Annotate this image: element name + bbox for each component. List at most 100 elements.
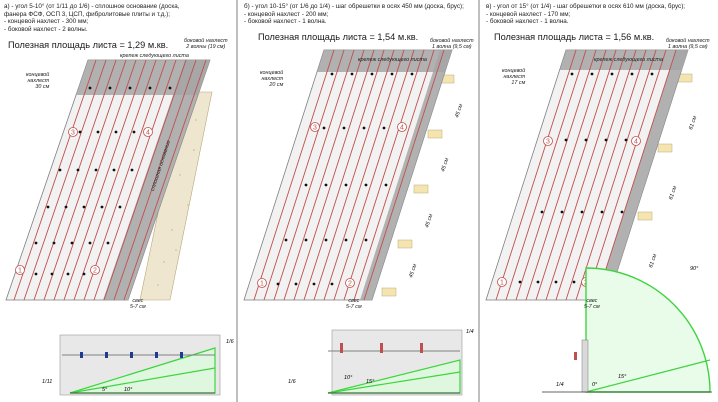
eave-label: свес 5-7 см [584, 298, 600, 310]
spec-line: - боковой нахлест - 2 волны. [4, 25, 88, 33]
batten-set [381, 74, 455, 297]
eave-label: свес 5-7 см [130, 298, 146, 310]
spec-line: - боковой нахлест - 1 волна. [486, 18, 569, 26]
label-line: 1 волна (9,5 см) [668, 44, 708, 51]
point-number: 2 [348, 281, 352, 288]
slope-label: 10° [124, 387, 133, 393]
next-sheet-label: крепеж следующего листа [358, 57, 427, 63]
label-line: 5-7 см [130, 304, 146, 311]
fastener-row [518, 72, 654, 284]
label-line: 5-7 см [584, 304, 600, 311]
corrugation-lines [13, 59, 207, 301]
roof-drawing: 3 4 1 2 61 см 61 см 61 см 90° 1/4 15° 0° [485, 49, 712, 393]
point-number: 4 [400, 125, 404, 132]
spacing-label: 61 см [648, 253, 658, 269]
next-sheet-label: крепеж следующего листа [120, 53, 189, 59]
side-overlap-label: боковой нахлест 2 волны (19 см) [184, 38, 228, 50]
point-number: 1 [500, 280, 504, 287]
side-overlap-label: боковой нахлест 1 волна (9,5 см) [666, 38, 710, 50]
fastener-point: 3 4 1 2 [257, 122, 407, 288]
slope-label: 1/6 [288, 379, 297, 385]
spec-line: - концевой нахлест - 170 мм; [486, 10, 571, 18]
spec-line: б) - угол 10-15° (от 1/6 до 1/4) - шаг о… [244, 3, 464, 10]
point-number: 3 [313, 125, 317, 132]
panel-b: б) - угол 10-15° (от 1/6 до 1/4) - шаг о… [240, 0, 476, 402]
slope-label: 1/11 [42, 379, 52, 385]
spacing-label: 61 см [688, 115, 698, 131]
side-overlap-zone [596, 50, 688, 300]
point-number: 4 [634, 139, 638, 146]
panel-divider [478, 0, 480, 402]
slope-label: 15° [366, 379, 375, 385]
spec-line: - концевой нахлест - 300 мм; [4, 18, 89, 26]
label-line: свес [132, 298, 144, 304]
useful-area-title: Полезная площадь листа = 1,29 м.кв. [8, 40, 169, 50]
spacing-label: 45 см [454, 103, 464, 119]
slope-label: 1/4 [556, 382, 564, 388]
slope-label: 15° [618, 374, 627, 380]
side-overlap-zone [360, 50, 452, 300]
spec-text: б) - угол 10-15° (от 1/6 до 1/4) - шаг о… [244, 3, 472, 26]
slope-label: 0° [592, 382, 598, 388]
panel-divider [236, 0, 238, 402]
label-line: боковой нахлест [666, 38, 710, 44]
label-line: нахлест [27, 78, 50, 85]
point-number: 3 [71, 130, 75, 137]
base-board [139, 91, 213, 301]
useful-area-title: Полезная площадь листа = 1,54 м.кв. [258, 32, 419, 42]
spacing-label: 45 см [408, 263, 418, 279]
panel-c: в) - угол от 15° (от 1/4) - шаг обрешетк… [482, 0, 718, 402]
spec-line: - боковой нахлест - 1 волна. [244, 18, 327, 26]
label-line: нахлест [503, 74, 526, 81]
fastener-row [276, 72, 414, 286]
point-number: 1 [18, 268, 22, 275]
spacing-label: 61 см [668, 185, 678, 201]
roof-drawing: 3 4 1 2 45 см 45 см 45 см 45 см 1/4 1/6 [243, 49, 474, 396]
label-line: свес [586, 298, 598, 304]
fastener-point: 3 4 1 2 [15, 127, 153, 275]
slope-label: 10° [344, 375, 353, 381]
spec-line: а) - угол 5-10° (от 1/11 до 1/6) - сплош… [4, 3, 180, 10]
label-line: нахлест [261, 76, 284, 83]
label-line: концевой [502, 68, 526, 74]
next-sheet-label: крепеж следующего листа [594, 57, 663, 63]
slope-label: 1/4 [466, 329, 474, 335]
point-number: 3 [546, 139, 550, 146]
corrugation-lines [253, 49, 445, 301]
spacing-labels: 45 см 45 см 45 см 45 см [408, 103, 464, 279]
label-line: концевой [260, 70, 284, 76]
label-line: свес [348, 298, 360, 304]
end-overlap-zone [560, 50, 688, 70]
eave-label: свес 5-7 см [346, 298, 362, 310]
spec-line: - концевой нахлест - 200 мм; [244, 10, 329, 18]
spec-line: фанера ФСФ, ОСП 3, ЦСП, фибролитовые пли… [4, 10, 171, 18]
slope-label: 5° [102, 387, 108, 393]
spec-line: в) - угол от 15° (от 1/4) - шаг обрешетк… [486, 3, 686, 10]
spacing-label: 45 см [424, 213, 434, 229]
label-line: 30 см [35, 84, 50, 91]
slope-diagram: 1/4 1/6 10° 15° [288, 329, 474, 396]
label-line: 1 волна (9,5 см) [432, 44, 472, 51]
label-line: 20 см [269, 82, 284, 89]
point-number: 1 [260, 281, 264, 288]
slope-label: 1/6 [226, 339, 235, 345]
side-overlap-label: боковой нахлест 1 волна (9,5 см) [430, 38, 474, 50]
spacing-labels: 61 см 61 см 61 см [648, 115, 698, 269]
corrugation-lines [495, 49, 677, 301]
label-line: боковой нахлест [184, 38, 228, 44]
end-overlap-label: концевой нахлест 20 см [260, 70, 283, 89]
side-overlap-zone [103, 60, 210, 300]
point-number: 4 [146, 130, 150, 137]
label-line: боковой нахлест [430, 38, 474, 44]
slope-label: 90° [690, 266, 699, 272]
label-line: 2 волны (19 см) [186, 44, 226, 51]
panel-a: а) - угол 5-10° (от 1/11 до 1/6) - сплош… [0, 0, 236, 402]
spec-text: в) - угол от 15° (от 1/4) - шаг обрешетк… [486, 3, 714, 26]
end-overlap-label: концевой нахлест 30 см [26, 72, 49, 91]
end-overlap-label: концевой нахлест 17 см [502, 68, 525, 87]
slope-diagram: 90° 1/4 15° 0° [542, 266, 712, 393]
roof-sheet [485, 49, 689, 301]
roof-drawing: 3 4 1 2 1/6 1/11 5° 10° [5, 59, 235, 396]
label-line: 17 см [511, 80, 526, 87]
